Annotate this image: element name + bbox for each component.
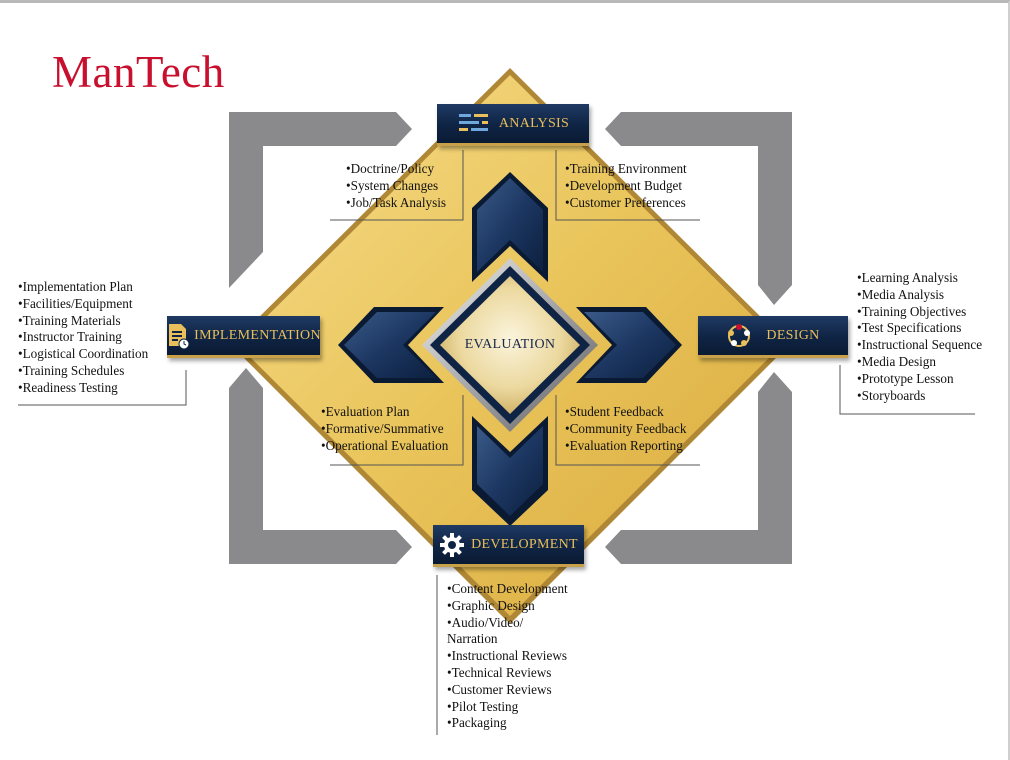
list-item: •Job/Task Analysis: [346, 194, 447, 210]
implementation-list: •Implementation Plan •Facilities/Equipme…: [18, 279, 148, 397]
arrow-down: [472, 416, 548, 526]
list-item: •Readiness Testing: [18, 379, 118, 395]
analysis-label: ANALYSIS: [498, 115, 570, 131]
list-item: •Training Environment: [565, 161, 687, 176]
implementation-phase-bar: IMPLEMENTATION: [166, 316, 321, 358]
analysis-right-list: •Training Environment •Development Budge…: [565, 161, 687, 211]
evaluation-label: EVALUATION: [464, 337, 556, 352]
document-clock-icon: [166, 322, 190, 350]
list-item: •Customer Preferences: [565, 194, 686, 210]
list-item: •Prototype Lesson: [857, 370, 954, 386]
connector-lines: [18, 150, 975, 735]
list-item: •Implementation Plan: [18, 279, 133, 294]
list-item: •Packaging: [447, 715, 507, 731]
design-list: •Learning Analysis •Media Analysis •Trai…: [857, 270, 982, 404]
list-item: •Operational Evaluation: [321, 437, 449, 453]
list-item: •Doctrine/Policy: [346, 161, 435, 176]
list-item: •Training Materials: [18, 312, 121, 328]
cycle-arrow-bottom-right: [605, 372, 792, 564]
cycle-arrow-top-left: [229, 112, 412, 288]
arrow-left: [338, 307, 444, 383]
list-item: •Customer Reviews: [447, 681, 552, 697]
list-item: •Audio/Video/: [447, 614, 524, 630]
list-item: •Storyboards: [857, 387, 926, 403]
people-circle-icon: [726, 323, 752, 349]
arrow-right: [576, 307, 682, 383]
arrow-up: [472, 172, 548, 282]
list-item: •Training Schedules: [18, 362, 125, 378]
list-item: •Technical Reviews: [447, 664, 552, 680]
implementation-label: IMPLEMENTATION: [194, 327, 321, 343]
list-item: •Student Feedback: [565, 404, 664, 419]
list-chart-icon: [457, 112, 491, 136]
list-item: •Graphic Design: [447, 597, 535, 613]
evaluation-diamond: [422, 258, 598, 432]
evaluation-right-list: •Student Feedback •Community Feedback •E…: [565, 404, 686, 454]
list-item: •Evaluation Plan: [321, 404, 410, 419]
cycle-arrow-top-right: [605, 112, 792, 305]
design-label: DESIGN: [766, 327, 820, 343]
list-item: •Evaluation Reporting: [565, 437, 683, 453]
list-item: •Development Budget: [565, 177, 683, 193]
list-item: •Media Analysis: [857, 286, 945, 302]
gear-icon: [439, 532, 465, 558]
list-item: •Learning Analysis: [857, 270, 958, 285]
analysis-left-list: •Doctrine/Policy •System Changes •Job/Ta…: [346, 161, 446, 211]
development-phase-bar: DEVELOPMENT: [433, 525, 584, 567]
development-label: DEVELOPMENT: [471, 536, 578, 552]
analysis-phase-bar: ANALYSIS: [437, 104, 589, 146]
cycle-arrow-bottom-left: [229, 368, 412, 564]
list-item: •Test Specifications: [857, 320, 962, 336]
list-item: •Pilot Testing: [447, 698, 519, 714]
list-item: •Media Design: [857, 353, 936, 369]
design-phase-bar: DESIGN: [698, 316, 848, 358]
evaluation-left-list: •Evaluation Plan •Formative/Summative •O…: [321, 404, 448, 454]
list-item: •Facilities/Equipment: [18, 295, 133, 311]
list-item: •Instructor Training: [18, 329, 122, 345]
list-item: •Community Feedback: [565, 420, 687, 436]
list-item: •Instructional Sequence: [857, 337, 983, 353]
list-item: Narration: [447, 631, 498, 647]
list-item: •Formative/Summative: [321, 420, 444, 436]
mantech-logo: ManTech: [52, 47, 225, 97]
list-item: •System Changes: [346, 177, 439, 193]
list-item: •Training Objectives: [857, 303, 967, 319]
list-item: •Content Development: [447, 581, 568, 596]
list-item: •Logistical Coordination: [18, 346, 149, 362]
list-item: •Instructional Reviews: [447, 648, 567, 664]
development-list: •Content Development •Graphic Design •Au…: [447, 581, 568, 732]
